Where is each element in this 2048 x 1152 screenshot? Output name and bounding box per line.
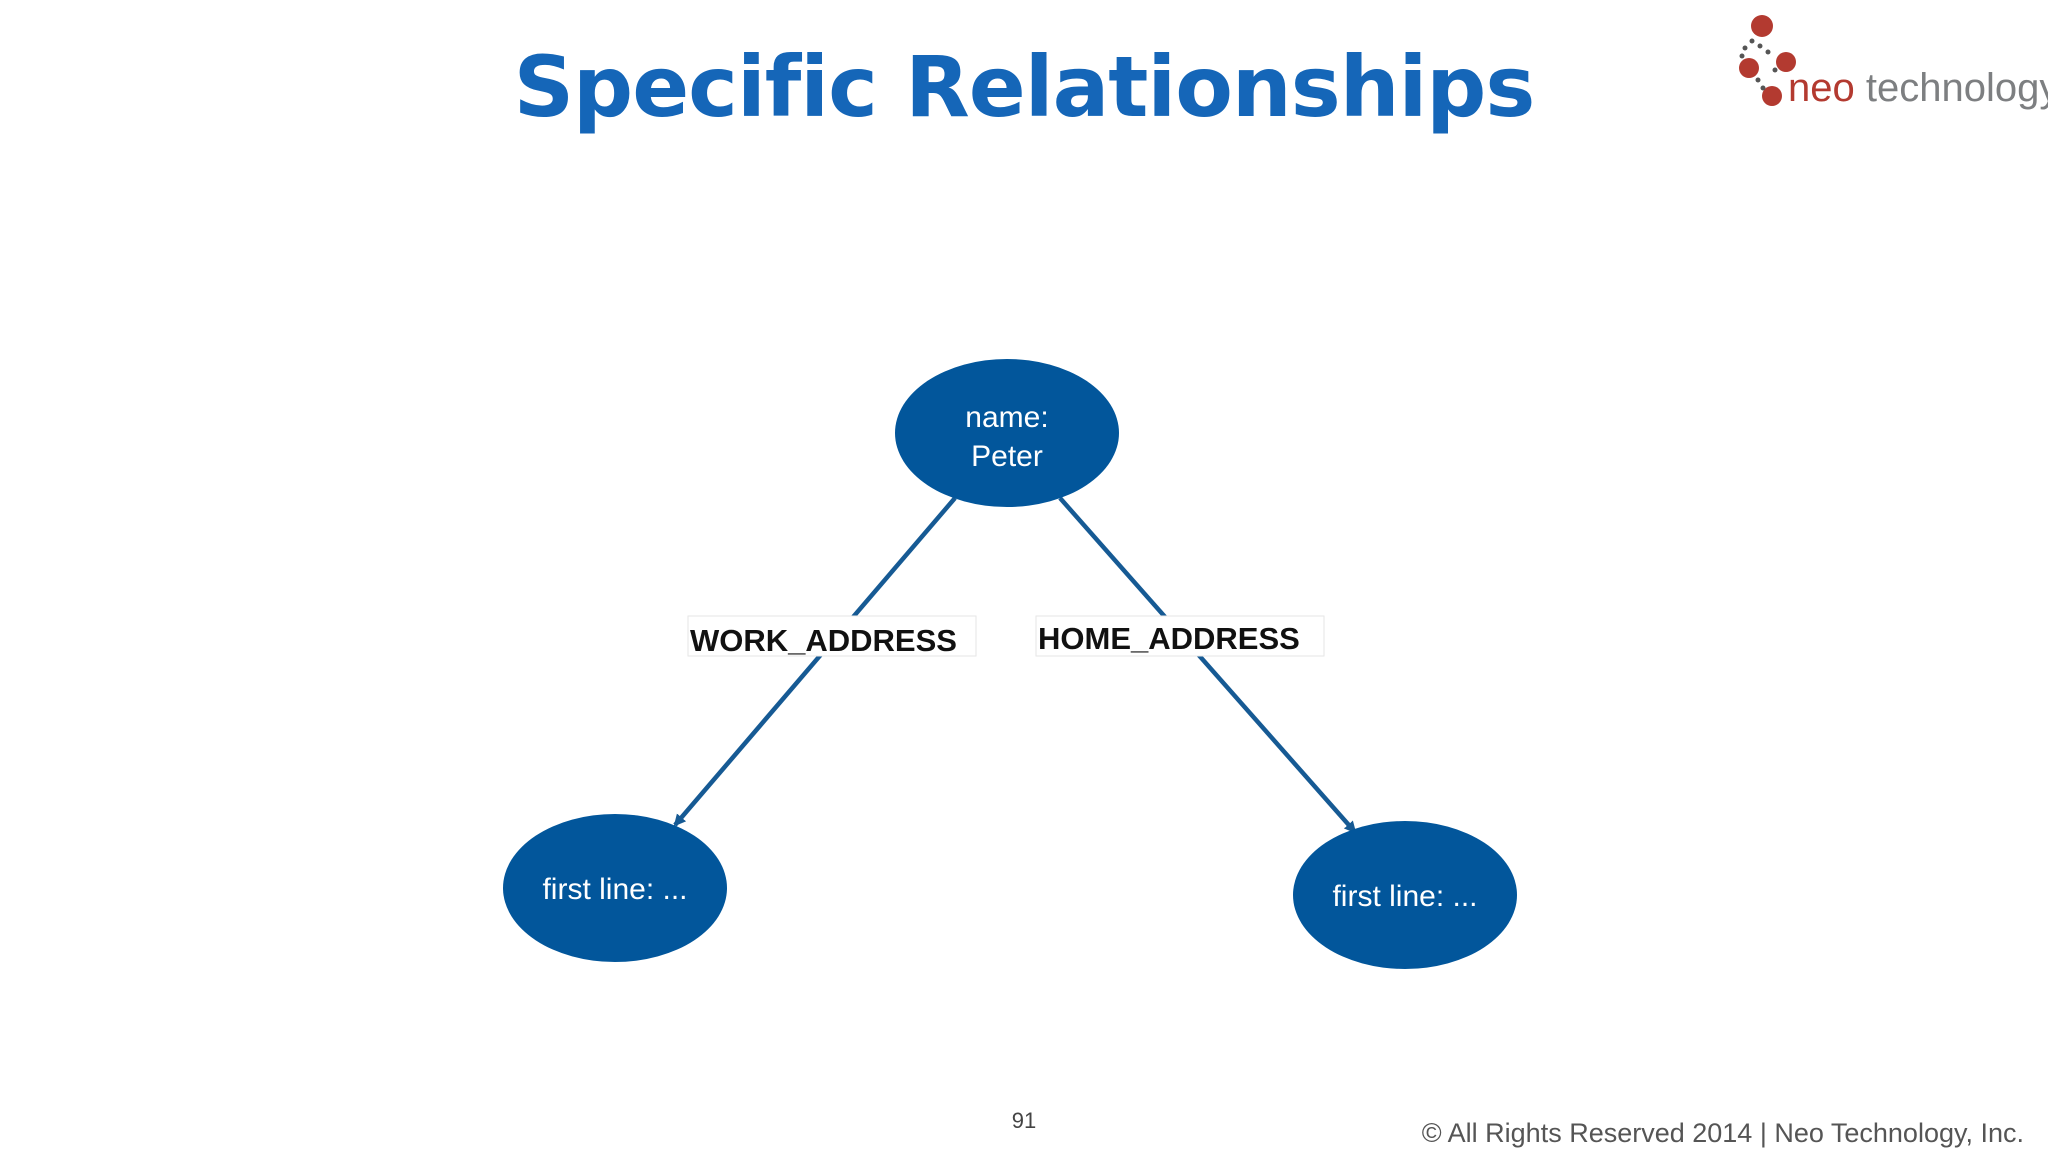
- page-number: 91: [1011, 1108, 1037, 1133]
- node-work-address-text: first line: ...: [542, 873, 687, 906]
- edge-home-address: [1058, 496, 1357, 834]
- edge-work-address: [673, 496, 957, 827]
- edge-label-work-address: WORK_ADDRESS: [687, 615, 977, 658]
- node-work-address: first line: ...: [503, 814, 727, 962]
- node-home-address-text: first line: ...: [1332, 880, 1477, 913]
- logo-word-neo: neo: [1788, 66, 1855, 110]
- node-home-address: first line: ...: [1293, 821, 1517, 969]
- edge-label-home-address-text: HOME_ADDRESS: [1038, 621, 1300, 656]
- logo-wordmark: neo technology: [1788, 66, 2048, 111]
- copyright-footer: © All Rights Reserved 2014 | Neo Technol…: [1421, 1118, 2024, 1148]
- edge-label-work-address-text: WORK_ADDRESS: [690, 623, 957, 658]
- edge-label-home-address: HOME_ADDRESS: [1035, 615, 1325, 657]
- node-peter-line1: name:: [965, 401, 1048, 434]
- node-peter: name: Peter: [895, 359, 1119, 507]
- logo-word-technology: technology: [1865, 66, 2048, 110]
- slide-title: Specific Relationships: [513, 38, 1536, 136]
- node-peter-line2: Peter: [971, 440, 1043, 473]
- neo-technology-logo-icon: [1739, 15, 1796, 106]
